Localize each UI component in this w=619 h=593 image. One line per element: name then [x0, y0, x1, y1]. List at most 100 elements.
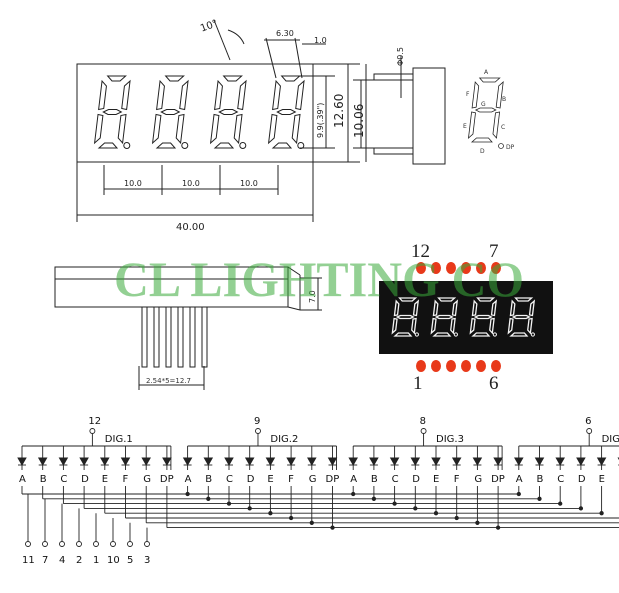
front-digits [95, 76, 304, 149]
segment-dp [531, 333, 534, 336]
common-pin-terminal [587, 429, 592, 434]
bottom-pin-number: 4 [59, 555, 65, 566]
pin-led-top [491, 262, 501, 274]
pin-terminal [128, 542, 133, 547]
segment-d [99, 143, 117, 148]
junction-dot [269, 512, 272, 515]
legend-digit [468, 78, 503, 142]
junction-dot [496, 526, 499, 529]
photo-digits [392, 298, 534, 336]
side-depth-label: 7.0 [308, 290, 317, 303]
segment-label: F [123, 474, 129, 485]
segment-label: E [267, 474, 273, 485]
diode-icon [59, 458, 67, 465]
digit-label: DIG.4 [602, 434, 619, 445]
segment-a [439, 298, 455, 301]
diode-icon [39, 458, 47, 465]
segment-b [492, 301, 497, 316]
photo-digit [431, 298, 457, 336]
segment-e [392, 319, 397, 334]
side-pin [178, 307, 183, 367]
segment-label: A [185, 474, 192, 485]
digit-pitch-1: 10.0 [124, 179, 142, 188]
side-pin [166, 307, 171, 367]
segment-g [475, 316, 491, 319]
side-pin [190, 307, 195, 367]
digit-pitch-2: 10.0 [182, 179, 200, 188]
segment-g [513, 316, 529, 319]
pin-led-bottom [461, 360, 471, 372]
segment-g [219, 110, 237, 115]
segment-label: G [309, 474, 317, 485]
segment-label: D [578, 474, 586, 485]
photo-digit [508, 298, 534, 336]
segment-g [277, 110, 295, 115]
segment-g [103, 110, 121, 115]
pin-led-top [476, 262, 486, 274]
side-pin-top [374, 74, 413, 80]
segment-g [436, 316, 452, 319]
junction-dot [248, 507, 251, 510]
photo-body [379, 281, 553, 354]
digit-label: DIG.1 [105, 434, 133, 445]
junction-dot [372, 497, 375, 500]
segment-b [453, 301, 458, 316]
pin-terminal [43, 542, 48, 547]
segment-c [118, 115, 126, 144]
common-pin-number: 8 [420, 416, 426, 427]
segment-a [166, 76, 184, 81]
junction-dot [207, 497, 210, 500]
diode-icon [225, 458, 233, 465]
watermark-text: CL LIGHTING CO [114, 251, 524, 307]
photo-leds [416, 262, 501, 372]
diode-icon [287, 458, 295, 465]
pin-terminal [77, 542, 82, 547]
diode-icon [80, 458, 88, 465]
bottom-pin-number: 11 [22, 555, 35, 566]
junction-dot [393, 502, 396, 505]
bottom-pin-number: 5 [127, 555, 133, 566]
angle-line [214, 20, 230, 60]
diode-icon [453, 458, 461, 465]
segment-f [99, 81, 107, 110]
side-pin [202, 307, 207, 367]
diode-icon [577, 458, 585, 465]
legend-dp-dot [499, 144, 504, 149]
segment-label: DP [326, 474, 340, 485]
diode-icon [246, 458, 254, 465]
diode-icon [204, 458, 212, 465]
segment-a [480, 78, 500, 82]
segment-b [180, 81, 188, 110]
bottom-pin-number: 10 [107, 555, 120, 566]
segment-f [472, 301, 476, 316]
segment-label: F [454, 474, 460, 485]
segment-label: F [288, 474, 294, 485]
segment-b [530, 301, 535, 316]
segment-label: B [40, 474, 47, 485]
photo-digit [392, 298, 418, 336]
segment-label: DP [491, 474, 505, 485]
diode-icon [308, 458, 316, 465]
legend-c: C [501, 124, 505, 131]
diode-icon [556, 458, 564, 465]
legend-dp: DP [506, 144, 515, 151]
total-width-label: 40.00 [176, 222, 205, 233]
common-pin-number: 9 [254, 416, 260, 427]
segment-label: E [102, 474, 108, 485]
segment-dp [240, 143, 246, 149]
front-digit [269, 76, 304, 149]
segment-e [95, 115, 103, 144]
side-pin-bottom [374, 148, 413, 154]
digit-label: DIG.3 [436, 434, 464, 445]
junction-dot [476, 521, 479, 524]
junction-dot [600, 512, 603, 515]
segment-g [161, 110, 179, 115]
segment-label: D [247, 474, 255, 485]
junction-dot [559, 502, 562, 505]
angle-label: 10° [199, 18, 219, 34]
pin-terminal [145, 542, 150, 547]
legend-f: F [466, 91, 470, 98]
diode-icon [329, 458, 337, 465]
segment-c [292, 115, 300, 144]
